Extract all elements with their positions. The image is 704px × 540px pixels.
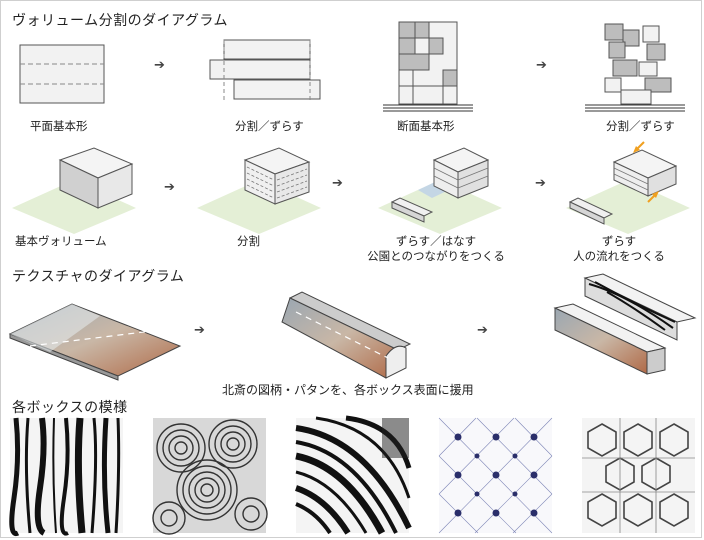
plan-base-diagram <box>19 44 105 104</box>
caption-shift-flow: ずらす 人の流れをつくる <box>565 234 673 264</box>
plan-shift-diagram <box>209 39 321 100</box>
arrow-3: ➔ <box>164 180 175 195</box>
texture-folded-diagram <box>281 291 412 379</box>
heading-texture-diagram: テクスチャのダイアグラム <box>12 269 185 285</box>
pattern-star-grid <box>438 417 553 534</box>
arrow-7: ➔ <box>477 323 488 338</box>
basic-volume-diagram <box>12 147 136 234</box>
arrow-4: ➔ <box>332 176 343 191</box>
shift-separate-diagram <box>378 147 502 234</box>
caption-shift-separate: ずらす／はなす 公園とのつながりをつくる <box>362 234 510 264</box>
pattern-sweeping-arcs <box>294 415 412 535</box>
divide-diagram <box>197 147 321 234</box>
caption-plan-base: 平面基本形 <box>30 119 88 133</box>
arrow-6: ➔ <box>194 323 205 338</box>
arrow-5: ➔ <box>535 176 546 191</box>
caption-section-base: 断面基本形 <box>397 119 455 133</box>
caption-divide: 分割 <box>237 234 260 248</box>
pattern-vertical-streaks <box>9 417 123 537</box>
section-base-diagram <box>383 21 473 112</box>
caption-basic-volume: 基本ヴォリューム <box>15 234 107 248</box>
texture-slab-diagram <box>8 303 182 381</box>
caption-shift-separate-line1: ずらす／はなす <box>395 234 477 248</box>
caption-section-shift: 分割／ずらす <box>606 119 675 133</box>
heading-patterns: 各ボックスの模様 <box>12 400 128 416</box>
caption-texture: 北斎の図柄・パタンを、各ボックス表面に援用 <box>222 383 474 397</box>
pattern-spiral-waves <box>152 418 268 535</box>
shift-flow-diagram <box>566 141 690 234</box>
arrow-2: ➔ <box>536 58 547 73</box>
caption-shift-separate-line2: 公園とのつながりをつくる <box>367 249 505 263</box>
caption-shift-flow-line2: 人の流れをつくる <box>573 249 665 263</box>
heading-volume-diagram: ヴォリューム分割のダイアグラム <box>12 13 228 29</box>
arrow-1: ➔ <box>154 58 165 73</box>
texture-boxes-diagram <box>553 273 697 375</box>
pattern-geometric-lattice <box>582 418 695 533</box>
section-shift-diagram <box>585 23 685 112</box>
caption-shift-flow-line1: ずらす <box>601 234 637 248</box>
caption-plan-shift: 分割／ずらす <box>235 119 304 133</box>
